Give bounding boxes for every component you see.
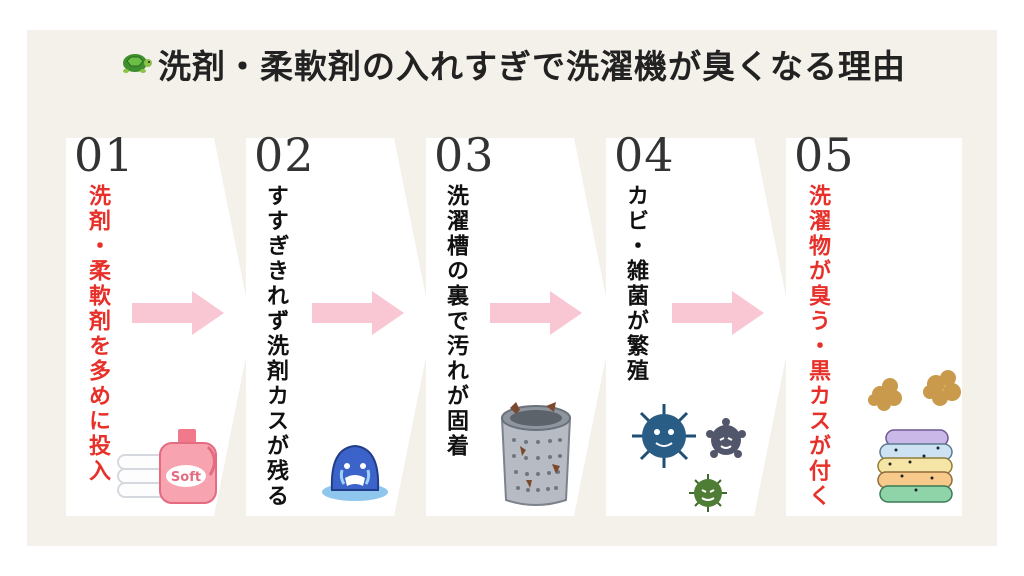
arrow-right-icon — [490, 291, 582, 335]
step-number: 03 — [434, 128, 495, 182]
step-text: カビ・雑菌が繁殖 — [623, 184, 648, 384]
step-number: 04 — [614, 128, 675, 182]
step-card-05: 05 洗濯物が臭う・黒カスが付く — [786, 132, 972, 516]
step-card-04: 04 カビ・雑菌が繁殖 — [606, 132, 792, 516]
step-card-01: 01 洗剤・柔軟剤を多めに投入 Soft — [66, 132, 252, 516]
page-title: 洗剤・柔軟剤の入れすぎで洗濯機が臭くなる理由 — [158, 47, 906, 86]
card-shape — [246, 138, 432, 516]
crying-blob-icon — [322, 444, 388, 501]
step-number: 01 — [74, 128, 135, 182]
germs-icon — [632, 404, 746, 512]
step-text: すすぎきれず洗剤カスが残る — [263, 184, 288, 509]
step-number: 02 — [254, 128, 315, 182]
step-number: 05 — [794, 128, 855, 182]
step-text: 洗濯物が臭う・黒カスが付く — [805, 184, 830, 509]
arrow-right-icon — [312, 291, 404, 335]
arrow-right-icon — [672, 291, 764, 335]
step-card-03: 03 洗濯槽の裏で汚れが固着 — [426, 132, 612, 516]
bottle-label: Soft — [171, 470, 201, 485]
title-row: 洗剤・柔軟剤の入れすぎで洗濯機が臭くなる理由 — [0, 40, 1024, 88]
smelly-laundry-icon — [868, 370, 961, 503]
card-shape — [66, 138, 252, 516]
step-card-02: 02 すすぎきれず洗剤カスが残る — [246, 132, 432, 516]
drum-icon — [500, 402, 572, 506]
turtle-icon — [118, 48, 152, 80]
arrow-right-icon — [132, 291, 224, 335]
step-text: 洗剤・柔軟剤を多めに投入 — [85, 184, 110, 484]
step-text: 洗濯槽の裏で汚れが固着 — [443, 184, 468, 459]
softener-bottle-icon: Soft — [117, 429, 217, 504]
